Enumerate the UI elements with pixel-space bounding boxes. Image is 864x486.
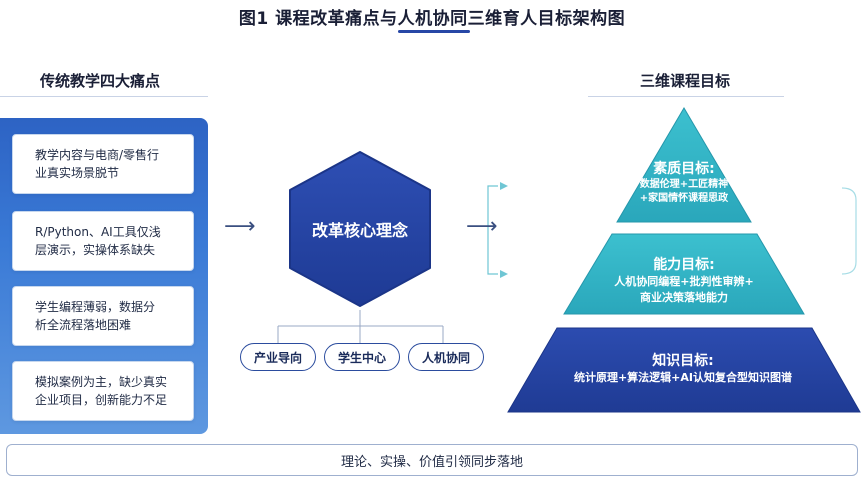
pill-student-centered: 学生中心	[324, 343, 400, 371]
tier-ability-text: 能力目标: 人机协同编程+批判性审辨+ 商业决策落地能力	[584, 254, 784, 306]
pain-point-3-line1: 学生编程薄弱，数据分	[35, 300, 156, 314]
core-concept-hexagon: 改革核心理念	[284, 148, 436, 310]
tier-quality-desc2: +家国情怀课程思政	[639, 193, 729, 204]
tier-ability	[563, 233, 805, 315]
pain-point-2-line1: R/Python、AI工具仅浅	[35, 225, 161, 239]
right-section-heading: 三维课程目标	[640, 72, 731, 90]
bottom-summary-text: 理论、实操、价值引领同步落地	[340, 454, 523, 470]
tier-knowledge-text: 知识目标: 统计原理+算法逻辑+AI认知复合型知识图谱	[530, 350, 836, 386]
hexagon-shape	[289, 151, 431, 307]
arrow-right-icon-2: ⟶	[466, 214, 498, 239]
pill-industry-oriented: 产业导向	[240, 343, 316, 371]
tier-ability-desc2: 商业决策落地能力	[640, 291, 728, 304]
pain-point-1: 教学内容与电商/零售行 业真实场景脱节	[12, 134, 194, 194]
arrow-right-icon: ⟶	[224, 214, 256, 239]
pain-point-3-line2: 析全流程落地困难	[35, 318, 132, 332]
left-heading-divider	[0, 96, 208, 97]
tier-knowledge-desc1: 统计原理+算法逻辑+AI认知复合型知识图谱	[573, 371, 793, 384]
tier-knowledge-title: 知识目标:	[652, 353, 714, 369]
pain-point-4-line1: 模拟案例为主，缺少真实	[35, 375, 168, 389]
bottom-summary-bar: 理论、实操、价值引领同步落地	[6, 444, 858, 476]
page-title: 图1 课程改革痛点与人机协同三维育人目标架构图	[238, 9, 626, 29]
tier-knowledge	[507, 327, 861, 413]
pain-point-3: 学生编程薄弱，数据分 析全流程落地困难	[12, 286, 194, 346]
pain-point-2-line2: 层演示，实操体系缺失	[35, 243, 156, 257]
pain-point-2: R/Python、AI工具仅浅 层演示，实操体系缺失	[12, 211, 194, 271]
tier-quality	[616, 107, 752, 223]
tier-quality-title: 素质目标:	[653, 161, 715, 177]
tier-quality-text: 素质目标: 数据伦理+工匠精神 +家国情怀课程思政	[617, 158, 751, 206]
title-underline	[398, 30, 470, 33]
pain-point-1-line2: 业真实场景脱节	[35, 166, 120, 180]
pain-point-4: 模拟案例为主，缺少真实 企业项目，创新能力不足	[12, 361, 194, 421]
left-section-heading: 传统教学四大痛点	[40, 72, 161, 90]
pill-human-machine: 人机协同	[408, 343, 484, 371]
tier-quality-desc1: 数据伦理+工匠精神	[639, 179, 729, 190]
pain-point-4-line2: 企业项目，创新能力不足	[35, 393, 168, 407]
right-heading-divider	[588, 96, 784, 97]
core-concept-label: 改革核心理念	[311, 221, 408, 240]
tier-ability-title: 能力目标:	[653, 257, 715, 273]
tier-ability-desc1: 人机协同编程+批判性审辨+	[614, 275, 754, 288]
pain-point-1-line1: 教学内容与电商/零售行	[35, 148, 160, 162]
